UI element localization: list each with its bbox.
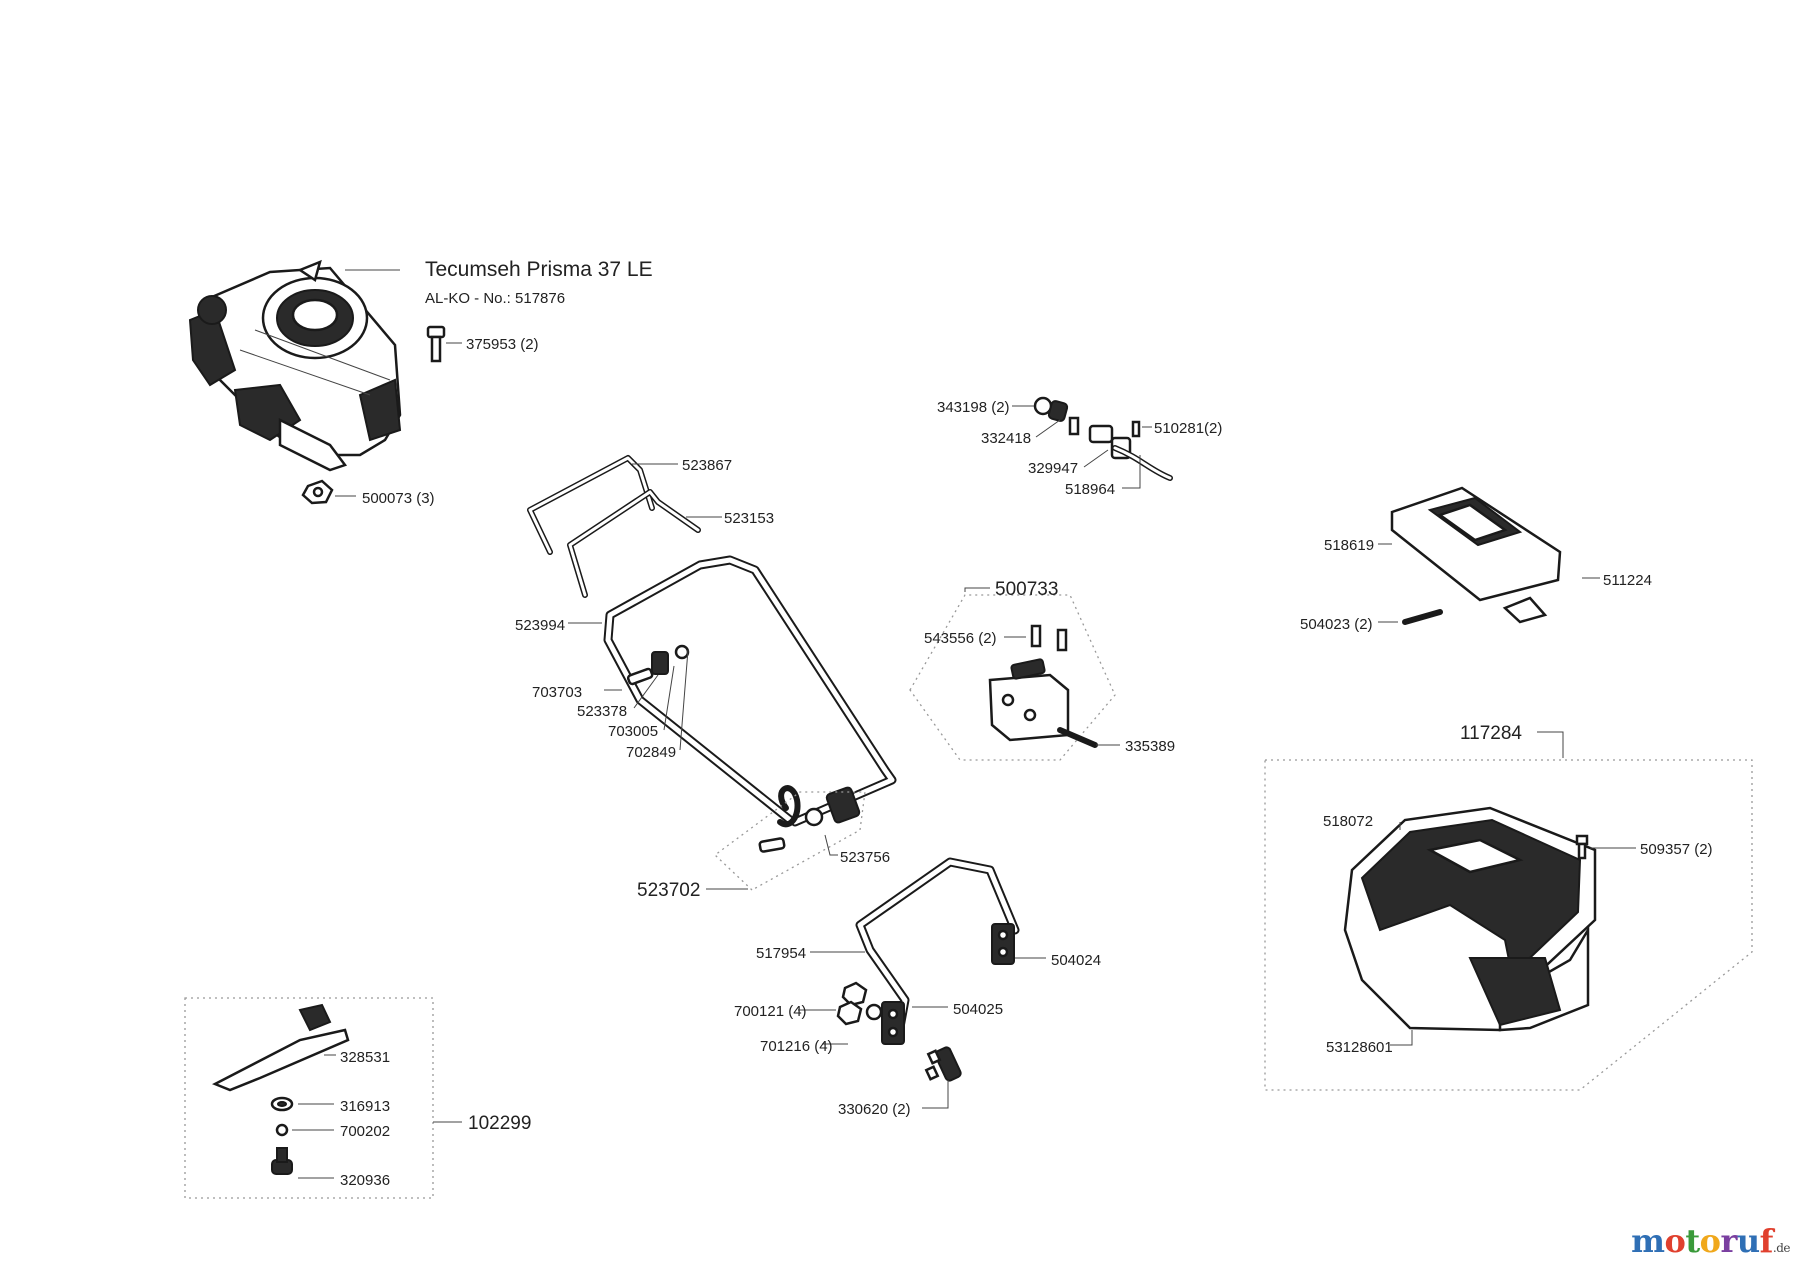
label-117284: 117284	[1460, 723, 1522, 744]
clip-523756	[758, 785, 861, 853]
knob-523378	[626, 644, 690, 686]
box-500733	[909, 594, 1116, 761]
label-343198: 343198 (2)	[937, 399, 1010, 416]
label-700121: 700121 (4)	[734, 1003, 807, 1020]
screw-509357	[1575, 834, 1589, 860]
label-504025: 504025	[953, 1001, 1003, 1018]
engine-title: Tecumseh Prisma 37 LE	[425, 258, 653, 281]
logo-suffix: .de	[1772, 1241, 1791, 1255]
label-517954: 517954	[756, 945, 806, 962]
label-702849: 702849	[626, 744, 676, 761]
label-523994: 523994	[515, 617, 565, 634]
label-703703: 703703	[532, 684, 582, 701]
blade-drawing	[211, 1003, 350, 1175]
logo-letter: f	[1759, 1222, 1774, 1260]
label-330620: 330620 (2)	[838, 1101, 911, 1118]
upper-bar-523867	[527, 455, 655, 555]
engine-subtitle: AL-KO - No.: 517876	[425, 290, 565, 307]
engine-drawing	[188, 259, 402, 472]
label-509357: 509357 (2)	[1640, 841, 1713, 858]
motoruf-logo: motoruf.de	[1631, 1222, 1790, 1260]
label-518619: 518619	[1324, 537, 1374, 554]
logo-letter: o	[1699, 1222, 1721, 1260]
label-320936: 320936	[340, 1172, 390, 1189]
catcher-drawing	[1343, 806, 1597, 1032]
label-329947: 329947	[1028, 460, 1078, 477]
flap-drawing	[1390, 486, 1562, 625]
label-518964: 518964	[1065, 481, 1115, 498]
label-701216: 701216 (4)	[760, 1038, 833, 1055]
label-511224: 511224	[1603, 572, 1652, 589]
label-703005: 703005	[608, 723, 658, 740]
label-523867: 523867	[682, 457, 732, 474]
label-335389: 335389	[1125, 738, 1175, 755]
label-523702: 523702	[637, 880, 700, 901]
throttle-parts	[1033, 396, 1173, 481]
label-504024: 504024	[1051, 952, 1101, 969]
label-332418: 332418	[981, 430, 1031, 447]
label-543556: 543556 (2)	[924, 630, 997, 647]
label-700202: 700202	[340, 1123, 390, 1140]
label-500733: 500733	[995, 579, 1058, 600]
label-316913: 316913	[340, 1098, 390, 1115]
label-53128601: 53128601	[1326, 1039, 1393, 1056]
upper-bar-523153	[567, 489, 701, 598]
washer-701216	[865, 1003, 883, 1021]
label-375953: 375953 (2)	[466, 336, 539, 353]
label-504023: 504023 (2)	[1300, 616, 1373, 633]
handle-frame-523994	[603, 555, 897, 827]
nuts-700121	[836, 981, 868, 1026]
switch-drawing	[988, 624, 1098, 748]
label-523756: 523756	[840, 849, 890, 866]
box-523702	[713, 791, 866, 891]
bolt-375953	[426, 325, 446, 363]
logo-letter: r	[1720, 1222, 1738, 1260]
box-102299	[184, 997, 434, 1199]
logo-letter: u	[1736, 1222, 1760, 1260]
logo-letter: t	[1685, 1222, 1700, 1260]
logo-letter: o	[1664, 1222, 1686, 1260]
label-523153: 523153	[724, 510, 774, 527]
nut-500073	[301, 479, 334, 505]
logo-letter: m	[1631, 1222, 1665, 1260]
lower-bar-517954	[855, 857, 1020, 1045]
label-500073: 500073 (3)	[362, 490, 435, 507]
label-328531: 328531	[340, 1049, 390, 1066]
label-518072: 518072	[1323, 813, 1373, 830]
label-510281: 510281(2)	[1154, 420, 1222, 437]
bolts-330620	[924, 1046, 962, 1082]
label-523378: 523378	[577, 703, 627, 720]
label-102299: 102299	[468, 1113, 531, 1134]
